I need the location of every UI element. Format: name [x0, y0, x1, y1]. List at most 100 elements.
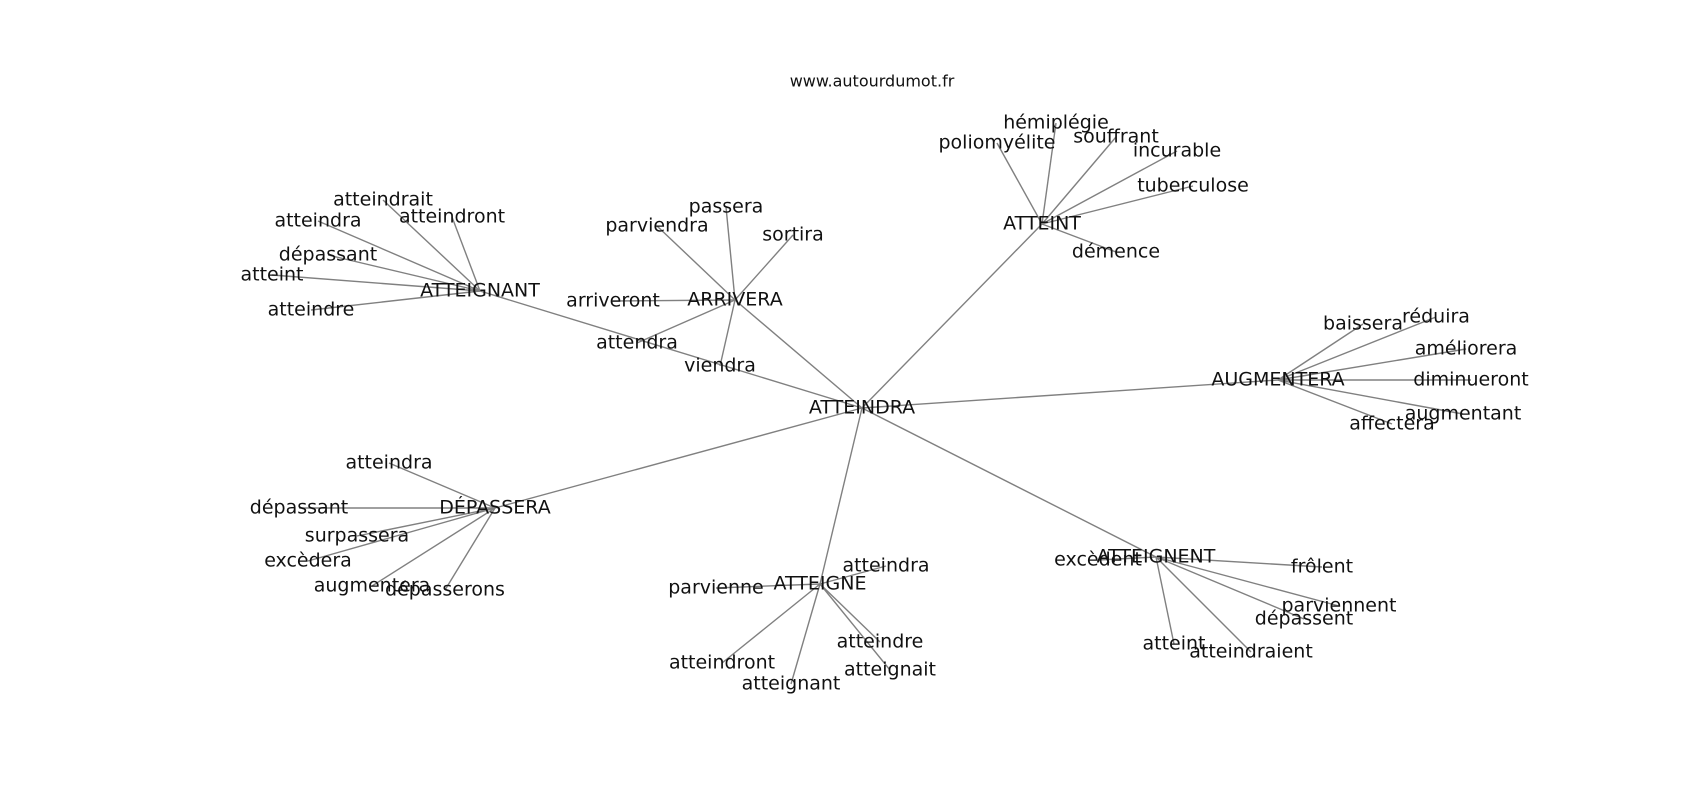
node-leaf: atteindront: [399, 206, 505, 228]
edge-0-4: [636, 299, 736, 344]
node-leaf: diminueront: [1413, 369, 1528, 391]
edge-center-5: [819, 407, 863, 585]
edges: [271, 122, 1471, 685]
node-leaf: atteindre: [268, 299, 355, 321]
site-url: www.autourdumot.fr: [790, 72, 955, 91]
edge-5-2: [819, 583, 881, 643]
edge-3-1: [1277, 316, 1437, 381]
node-leaf: souffrant: [1073, 126, 1159, 148]
node-leaf: améliorera: [1415, 338, 1518, 360]
node-leaf: passera: [689, 196, 764, 218]
node-leaf: poliomyélite: [938, 132, 1055, 154]
edge-1-1: [317, 220, 481, 292]
node-hub: ATTEIGNENT: [1097, 546, 1216, 568]
node-leaf: affectera: [1349, 413, 1434, 435]
node-leaf: dépasserons: [385, 579, 505, 601]
edge-6-2: [1155, 556, 1340, 607]
node-leaf: baissera: [1323, 313, 1403, 335]
node-leaf: arriveront: [566, 290, 660, 312]
node-leaf: atteint: [1142, 633, 1205, 655]
node-leaf: augmentera: [314, 575, 431, 597]
node-leaf: sortira: [762, 224, 824, 246]
edge-5-4: [819, 583, 891, 671]
edge-6-4: [1155, 556, 1175, 645]
edge-3-4: [1277, 379, 1464, 415]
node-hub: AUGMENTERA: [1211, 369, 1344, 391]
edge-3-0: [1277, 323, 1364, 381]
edge-1-2: [451, 216, 481, 292]
edge-5-0: [819, 565, 887, 585]
node-leaf: dépassent: [1255, 608, 1353, 630]
node-center: ATTEINDRA: [809, 397, 915, 419]
node-leaf: parviendra: [605, 215, 708, 237]
edge-4-0: [388, 462, 496, 509]
edge-center-4: [494, 407, 863, 509]
node-leaf: atteint: [240, 264, 303, 286]
edge-center-1: [479, 290, 863, 409]
node-leaf: atteindra: [274, 210, 361, 232]
edge-center-0: [734, 299, 863, 409]
edge-3-2: [1277, 348, 1467, 381]
node-leaf: augmentant: [1405, 403, 1522, 425]
node-leaf: atteindra: [842, 555, 929, 577]
node-leaf: démence: [1072, 241, 1160, 263]
node-leaf: frôlent: [1291, 556, 1353, 578]
node-leaf: dépassant: [279, 244, 377, 266]
node-leaf: dépassant: [250, 497, 348, 519]
node-leaf: viendra: [684, 355, 756, 377]
edge-4-2: [356, 507, 496, 537]
edge-1-5: [310, 290, 481, 311]
edge-3-5: [1277, 379, 1393, 425]
edge-6-5: [1155, 556, 1252, 653]
edge-2-1: [996, 142, 1043, 225]
edge-0-5: [719, 299, 736, 367]
edge-2-2: [1041, 136, 1117, 225]
node-hub: ARRIVERA: [687, 289, 782, 311]
edge-1-4: [271, 274, 481, 292]
node-leaf: réduira: [1402, 306, 1470, 328]
edge-1-3: [327, 254, 481, 292]
node-hub: ATTEIGNANT: [420, 280, 540, 302]
edge-0-2: [734, 234, 794, 301]
node-leaf: atteindront: [669, 652, 775, 674]
node-hub: DÉPASSERA: [439, 496, 550, 519]
node-leaf: hémiplégie: [1003, 112, 1109, 134]
edge-6-0: [1097, 556, 1157, 561]
node-leaf: parvienne: [668, 577, 764, 599]
edge-6-1: [1155, 556, 1323, 568]
edge-0-0: [725, 206, 736, 301]
edge-5-3: [721, 583, 821, 664]
node-hub: ATTEINT: [1003, 213, 1081, 235]
edge-center-3: [861, 379, 1279, 409]
node-leaf: surpassera: [305, 525, 409, 547]
node-leaf: parviennent: [1282, 595, 1397, 617]
edge-4-5: [444, 507, 496, 591]
edge-2-0: [1041, 122, 1057, 225]
node-leaf: attendra: [596, 332, 678, 354]
edge-4-3: [307, 507, 496, 562]
node-leaf: tuberculose: [1137, 175, 1249, 197]
edge-5-1: [715, 583, 821, 589]
node-hub: ATTEIGNE: [774, 573, 867, 595]
edge-center-6: [861, 407, 1157, 558]
node-leaf: atteignant: [742, 673, 841, 695]
edge-2-4: [1041, 185, 1194, 225]
edge-4-4: [371, 507, 496, 587]
edge-1-0: [382, 199, 481, 292]
node-leaf: excèdera: [264, 550, 352, 572]
node-leaf: incurable: [1133, 140, 1221, 162]
edge-2-3: [1041, 150, 1178, 225]
edge-center-2: [861, 223, 1043, 409]
node-leaf: atteindraient: [1189, 641, 1313, 663]
edge-5-5: [790, 583, 821, 685]
node-leaf: atteignait: [844, 659, 936, 681]
node-leaf: excèdent: [1054, 549, 1142, 571]
edge-2-5: [1041, 223, 1117, 253]
edge-0-1: [656, 225, 736, 301]
node-leaf: atteindra: [345, 452, 432, 474]
node-leaf: atteindre: [837, 631, 924, 653]
edge-0-3: [612, 299, 736, 302]
